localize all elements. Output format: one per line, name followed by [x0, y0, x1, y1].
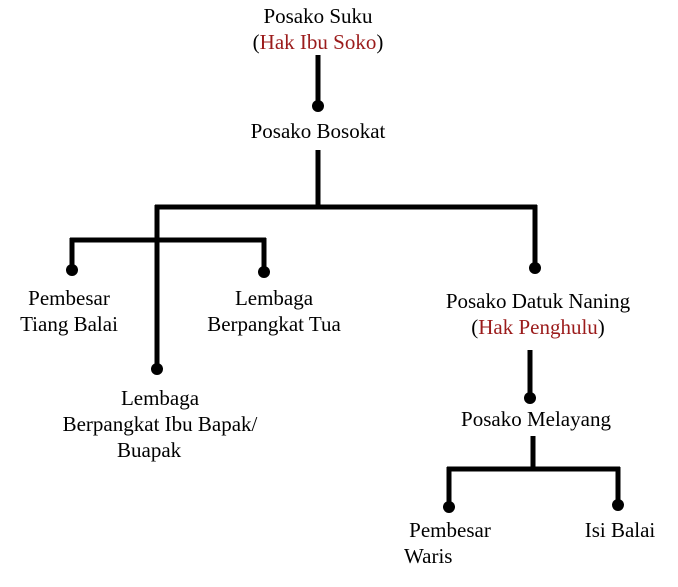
node-lembaga-ibu-line3: Buapak	[117, 438, 182, 462]
node-posako-melayang: Posako Melayang	[436, 406, 636, 432]
hak-penghulu-text: Hak Penghulu	[478, 315, 598, 339]
node-pembesar-waris-line1: Pembesar	[409, 518, 491, 542]
node-lembaga-tua-line1: Lembaga	[234, 286, 314, 310]
node-lembaga-ibu-line2: Berpangkat Ibu Bapak/	[62, 412, 258, 436]
dot-pembesar-tiang	[66, 264, 78, 276]
node-lembaga-berpangkat-tua: Lembaga Berpangkat Tua	[184, 285, 364, 337]
node-posako-datuk-sub: (Hak Penghulu)	[471, 315, 605, 339]
node-pembesar-waris-line2: Waris	[404, 544, 453, 568]
dot-isi-balai	[612, 499, 624, 511]
node-pembesar-tiang-balai: Pembesar Tiang Balai	[4, 285, 134, 337]
node-pembesar-tiang-line2: Tiang Balai	[20, 312, 118, 336]
node-posako-suku-sub: (Hak Ibu Soko)	[252, 30, 384, 54]
node-lembaga-tua-line2: Berpangkat Tua	[207, 312, 341, 336]
node-posako-melayang-label: Posako Melayang	[461, 407, 611, 431]
node-posako-bosokat-label: Posako Bosokat	[250, 119, 386, 143]
node-isi-balai-label: Isi Balai	[584, 518, 656, 542]
node-pembesar-tiang-line1: Pembesar	[28, 286, 110, 310]
dot-melayang	[524, 392, 536, 404]
dot-bosokat	[312, 100, 324, 112]
node-posako-suku: Posako Suku (Hak Ibu Soko)	[218, 3, 418, 55]
node-pembesar-waris: Pembesar Waris	[390, 517, 510, 569]
node-posako-datuk-naning: Posako Datuk Naning (Hak Penghulu)	[418, 288, 658, 340]
node-posako-bosokat: Posako Bosokat	[218, 118, 418, 144]
dot-pembesar-waris	[443, 501, 455, 513]
dot-datuk	[529, 262, 541, 274]
dot-lembaga-ibu	[151, 363, 163, 375]
dot-lembaga-tua	[258, 266, 270, 278]
node-posako-suku-label: Posako Suku	[263, 4, 373, 28]
node-lembaga-berpangkat-ibu-bapak: Lembaga Berpangkat Ibu Bapak/ Buapak	[40, 385, 280, 463]
hak-ibu-soko-text: Hak Ibu Soko	[259, 30, 377, 54]
node-posako-datuk-label: Posako Datuk Naning	[445, 289, 631, 313]
node-lembaga-ibu-line1: Lembaga	[120, 386, 200, 410]
node-isi-balai: Isi Balai	[570, 517, 670, 543]
